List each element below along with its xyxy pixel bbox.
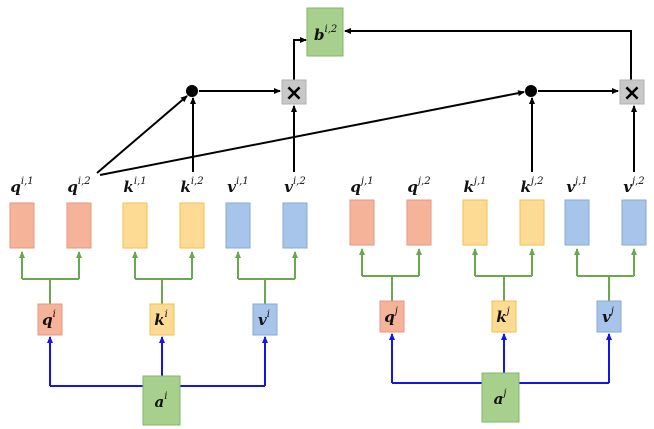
input-a-j-box: [481, 372, 520, 423]
head-v-j-1-box: [564, 199, 590, 246]
arrow-qi2-to-dot2: [99, 90, 525, 176]
projection-k-i-box: [149, 303, 175, 336]
output-b-label: bi,2: [314, 24, 337, 44]
input-a-i-box: [142, 375, 181, 426]
head-q-i-1-label: qi,1: [10, 176, 33, 196]
multiply-symbol-1: ×: [285, 81, 303, 106]
multiply-box-2: [619, 79, 645, 105]
projection-q-j-label: qj: [384, 306, 398, 326]
head-v-i-1-label: vi,1: [227, 176, 248, 196]
projection-v-i-box: [252, 303, 278, 336]
projection-q-j-box: [379, 300, 405, 333]
arrow-mult1-to-output: [293, 37, 307, 80]
head-q-j-1-label: qj,1: [350, 176, 373, 196]
head-k-j-1-label: kj,1: [463, 176, 486, 196]
head-k-j-2-label: kj,2: [520, 176, 543, 196]
projection-v-j-label: vj: [602, 306, 614, 326]
head-split-lines: [135, 278, 192, 304]
dot-product-node-1: [186, 85, 198, 97]
head-split-lines: [475, 275, 532, 301]
projection-v-i-label: vi: [258, 309, 270, 329]
head-split-lines: [362, 275, 419, 301]
projection-k-i-label: ki: [154, 309, 168, 329]
head-v-j-1-label: vj,1: [566, 176, 587, 196]
head-split-lines: [577, 275, 634, 301]
head-k-i-1-box: [122, 202, 148, 249]
head-v-j-2-label: vj,2: [623, 176, 644, 196]
head-q-j-1-box: [349, 199, 375, 246]
head-v-i-2-box: [282, 202, 308, 249]
head-v-j-2-box: [621, 199, 647, 246]
input-a-i-label: ai: [155, 391, 168, 411]
projection-k-j-box: [491, 300, 517, 333]
head-k-i-2-box: [179, 202, 205, 249]
projection-q-i-label: qi: [42, 309, 56, 329]
head-k-j-1-box: [462, 199, 488, 246]
head-q-j-2-box: [406, 199, 432, 246]
output-b-box: [306, 7, 344, 57]
head-v-i-2-label: vi,2: [284, 176, 305, 196]
input-a-j-label: aj: [494, 388, 507, 408]
head-q-j-2-label: qj,2: [407, 176, 430, 196]
multiply-box-1: [281, 79, 307, 105]
projection-k-j-label: kj: [496, 306, 510, 326]
projection-q-i-box: [37, 303, 63, 336]
projection-v-j-box: [596, 300, 622, 333]
arrow-qi2-to-dot1: [96, 95, 188, 174]
head-k-i-1-label: ki,1: [123, 176, 146, 196]
head-q-i-2-label: qi,2: [67, 176, 90, 196]
dot-product-node-2: [525, 85, 537, 97]
head-k-j-2-box: [519, 199, 545, 246]
head-q-i-1-box: [9, 202, 35, 249]
head-split-lines: [22, 278, 79, 304]
head-q-i-2-box: [66, 202, 92, 249]
head-v-i-1-box: [225, 202, 251, 249]
head-k-i-2-label: ki,2: [180, 176, 203, 196]
arrow-mult2-to-output: [344, 28, 632, 80]
multiply-symbol-2: ×: [623, 81, 641, 106]
head-split-lines: [238, 278, 295, 304]
